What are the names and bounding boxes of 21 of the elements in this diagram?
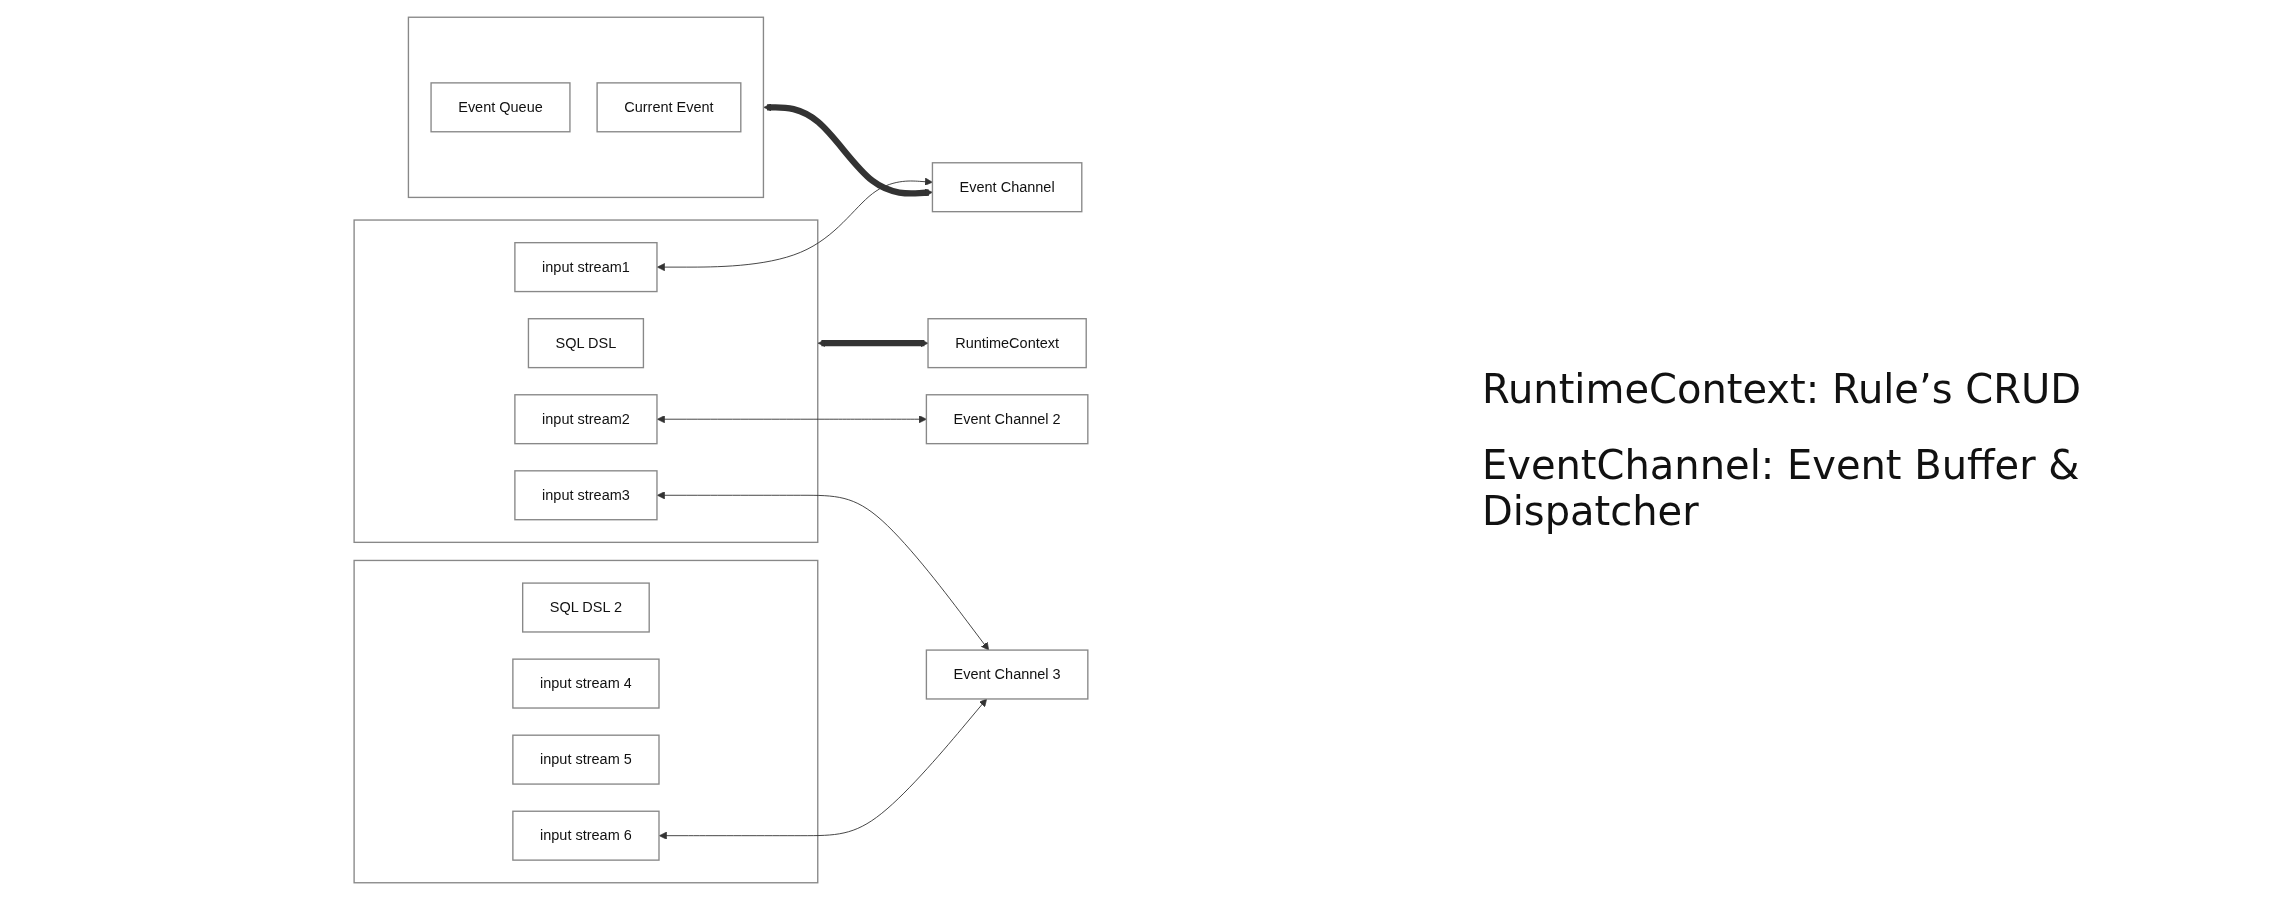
node-box: input stream2 [514,394,658,445]
note: EventChannel: Event Buffer & Dispatcher [1481,442,2081,534]
node-box: Current Event [596,82,742,133]
node-box: SQL DSL 2 [522,582,650,633]
note: RuntimeContext: Rule’s CRUD [1481,366,2083,412]
node-box: input stream3 [514,470,658,521]
node-box: input stream 5 [512,734,660,785]
arrow [817,339,929,348]
cluster [407,16,765,199]
node-box: Event Channel [931,162,1083,213]
cluster [353,219,819,544]
node-box: SQL DSL [527,318,645,369]
arrow [763,103,933,197]
node-box: input stream 6 [512,810,660,861]
node-box: Event Queue [430,82,571,133]
node-box: input stream 4 [512,658,660,709]
node-box: Event Channel 2 [925,394,1089,445]
node-box: input stream1 [514,242,658,293]
cluster [353,559,819,884]
node-box: RuntimeContext [927,318,1087,369]
node-box: Event Channel 3 [925,649,1089,700]
